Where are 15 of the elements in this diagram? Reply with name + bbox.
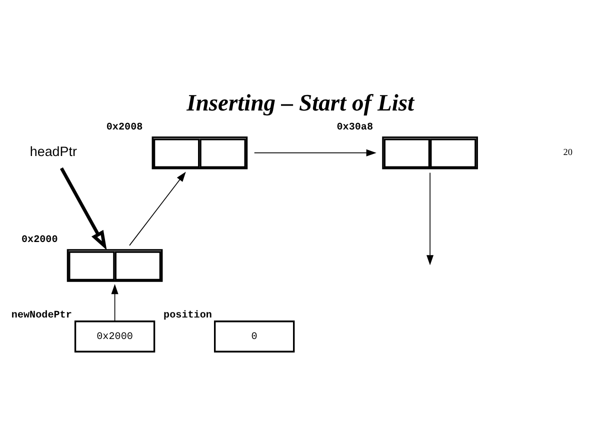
node-label: 0x30a8 <box>336 122 374 134</box>
arrow <box>111 284 118 322</box>
arrow <box>129 172 186 246</box>
node-label: position <box>164 310 212 322</box>
node-box: 0x2000 <box>74 320 156 352</box>
arrow <box>426 172 434 266</box>
node-text: headPtr <box>30 144 77 160</box>
arrow <box>254 149 376 156</box>
node-label: 0x2008 <box>106 122 143 134</box>
node-box: 0 <box>214 320 295 352</box>
node-label: 0x2000 <box>21 235 58 246</box>
arrow <box>60 167 107 250</box>
node-label: newNodePtr <box>11 310 72 322</box>
diagram-title: Inserting – Start of List <box>186 90 414 117</box>
label: 20 <box>563 147 573 158</box>
